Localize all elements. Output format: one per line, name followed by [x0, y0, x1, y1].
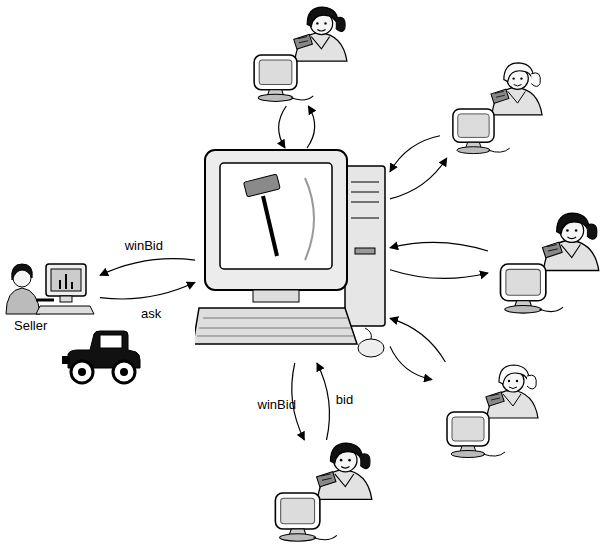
vintage-car — [60, 328, 144, 388]
node-label: Seller — [0, 318, 47, 333]
buyer-illustration — [432, 362, 550, 462]
buyer-figure — [486, 365, 538, 418]
buyer-illustration — [440, 60, 552, 158]
buyer-figure — [491, 63, 542, 115]
message-arrow — [279, 106, 287, 148]
computer-icon — [275, 493, 336, 541]
node-art — [488, 210, 608, 318]
buyer-figure — [542, 213, 598, 270]
message-arrow — [390, 136, 440, 172]
computer-icon — [453, 109, 510, 154]
node-art — [432, 362, 550, 462]
buyer-station — [432, 362, 550, 462]
message-arrow — [390, 318, 445, 362]
buyer-illustration — [268, 440, 376, 546]
computer-icon — [500, 264, 563, 313]
message-label: bid — [336, 391, 353, 406]
message-arrow — [100, 259, 195, 276]
buyer-figure — [294, 7, 347, 61]
message-arrow — [390, 346, 432, 379]
message-arrow — [100, 282, 195, 299]
auction-server — [195, 148, 390, 363]
node-art — [440, 60, 552, 158]
computer-icon — [447, 412, 505, 458]
buyer-station — [488, 210, 608, 318]
buyer-station — [245, 4, 353, 106]
message-label: winBid — [125, 237, 163, 252]
message-arrow — [390, 158, 447, 199]
buyer-figure — [317, 443, 372, 499]
gavel-icon — [244, 174, 281, 256]
seller-illustration — [0, 256, 100, 318]
message-label: ask — [141, 305, 161, 320]
message-arrow — [317, 363, 330, 440]
buyer-station — [268, 440, 376, 546]
message-arrow — [307, 106, 315, 148]
seller-station: Seller — [0, 256, 100, 333]
node-art — [195, 148, 390, 363]
message-arrow — [390, 242, 488, 251]
buyer-illustration — [245, 4, 353, 106]
message-label: winBid — [258, 397, 296, 412]
node-art — [0, 256, 100, 318]
node-art — [245, 4, 353, 106]
node-art — [268, 440, 376, 546]
message-arrow — [390, 270, 488, 279]
buyer-illustration — [488, 210, 608, 318]
computer-icon — [254, 55, 313, 101]
auction-server-illustration — [195, 148, 390, 363]
buyer-station — [440, 60, 552, 158]
